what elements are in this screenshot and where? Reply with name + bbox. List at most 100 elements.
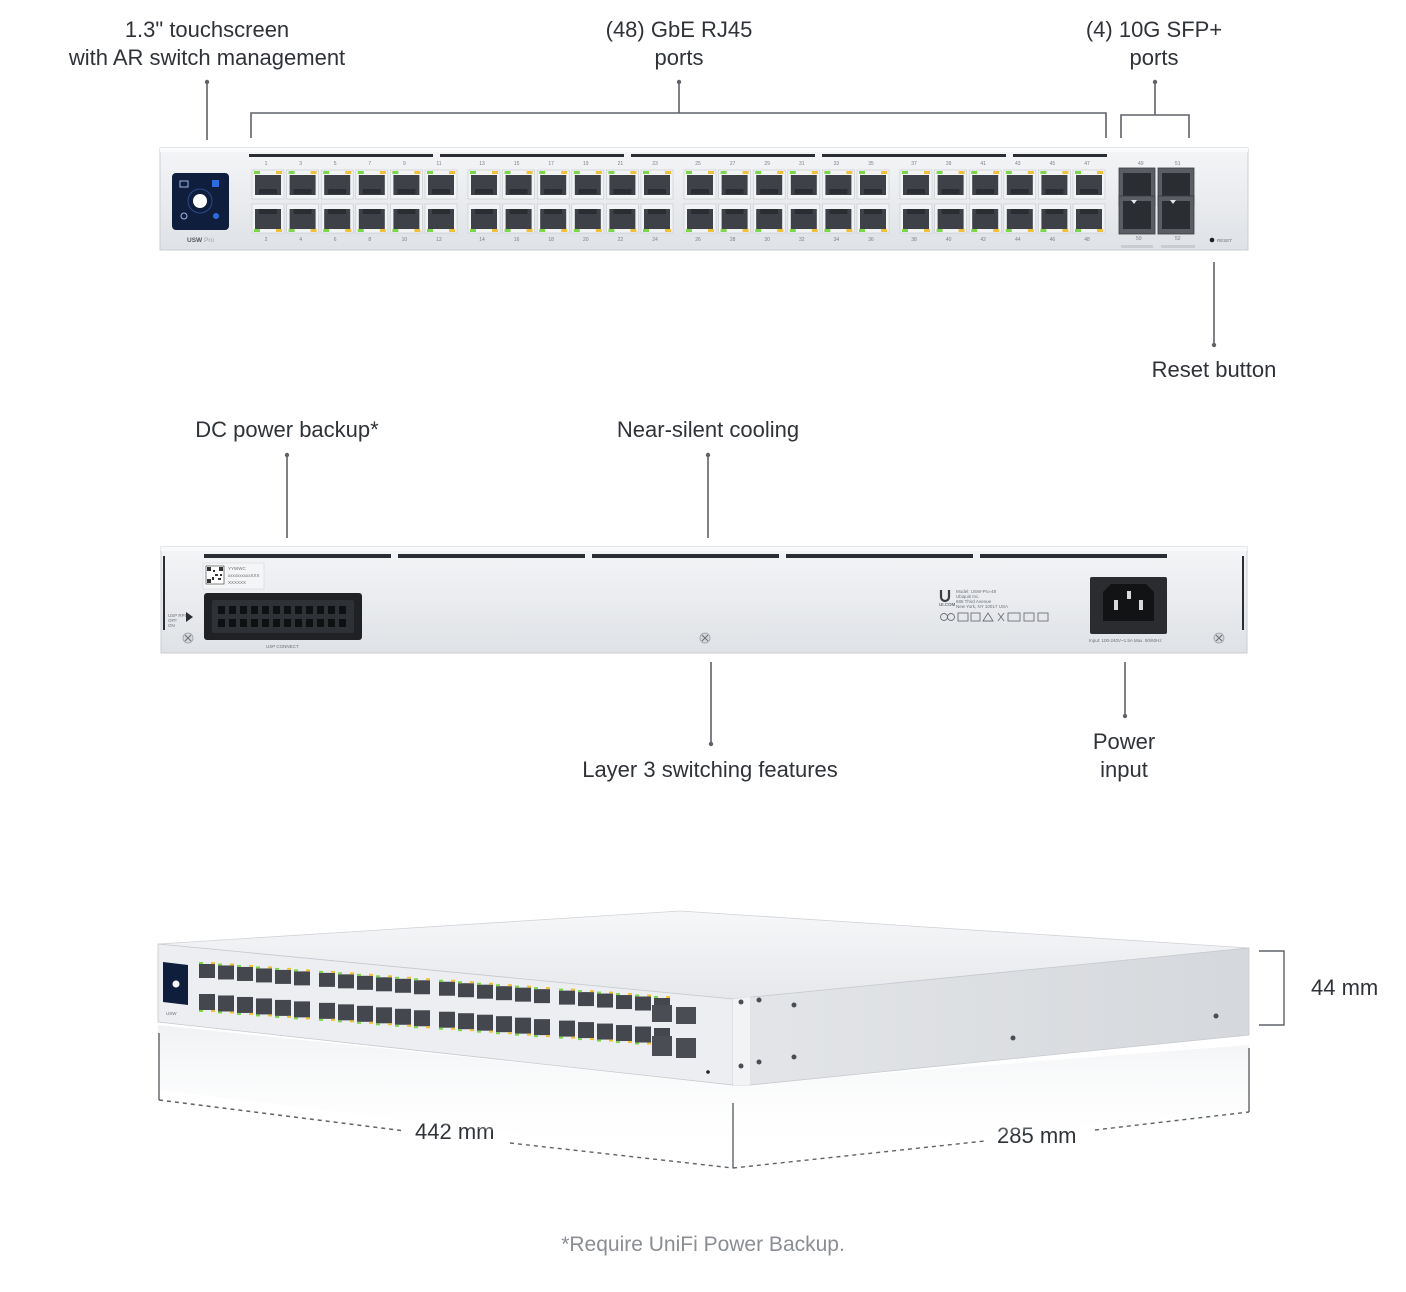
perspective-led [395,1024,399,1027]
rj45-port[interactable] [899,169,933,200]
rj45-port[interactable] [1038,203,1071,234]
rj45-port[interactable] [502,203,535,234]
port-group-bars [249,154,1107,157]
perspective-port [414,1010,430,1027]
reset-button[interactable] [1209,237,1215,243]
rj45-port[interactable] [571,203,605,234]
perspective-port [199,994,215,1010]
rj45-port[interactable] [536,203,570,234]
rj45-port[interactable] [355,169,389,200]
rj45-port[interactable] [822,169,855,200]
port-number-label: 36 [868,237,874,243]
rj45-port[interactable] [934,169,967,200]
rj45-port-labels: 1234567891011121314151617181920212223242… [265,161,1090,243]
perspective-led [407,976,411,979]
rj45-port[interactable] [606,169,639,200]
activity-led [276,171,282,174]
link-led [1005,171,1012,174]
rj45-port[interactable] [502,169,535,200]
activity-led [1097,229,1103,232]
link-led [971,171,978,174]
perspective-led [357,973,361,976]
rj45-port[interactable] [640,203,674,234]
perspective-port [395,978,411,993]
rj45-port[interactable] [822,203,855,234]
brand-label: UI.COM [939,602,956,607]
link-led [357,229,364,232]
perspective-port [256,998,272,1015]
perspective-led [287,1015,291,1018]
port-number-label: 6 [334,237,337,243]
rj45-port[interactable] [390,169,423,200]
rj45-port[interactable] [424,169,458,200]
rj45-port[interactable] [355,203,389,234]
rj45-port[interactable] [683,203,717,234]
rj45-port[interactable] [320,203,354,234]
perspective-port [477,1014,493,1031]
link-led [789,229,796,232]
link-led [254,171,260,174]
rj45-port[interactable] [787,203,821,234]
rj45-port[interactable] [718,203,751,234]
rj45-port[interactable] [718,169,751,200]
activity-led [310,171,317,174]
rj45-port[interactable] [251,203,285,234]
sfp-port[interactable] [1157,195,1195,235]
port-number-label: 45 [1050,161,1056,167]
rj45-port[interactable] [787,169,821,200]
rj45-port[interactable] [1038,169,1071,200]
activity-led [846,229,853,232]
perspective-led [477,1030,481,1033]
rj45-port[interactable] [934,203,967,234]
rj45-port[interactable] [899,203,933,234]
rj45-port[interactable] [286,203,319,234]
rj45-port[interactable] [1003,169,1037,200]
perspective-led [534,1035,538,1038]
usp-connector[interactable] [204,593,362,640]
activity-led [1027,229,1034,232]
certification-marks-icon [940,612,1049,622]
sfp-label-50: 50 [1136,236,1142,242]
perspective-led [647,1042,651,1045]
rj45-port[interactable] [856,169,890,200]
perspective-led [256,966,260,969]
rj45-port[interactable] [968,203,1002,234]
port-number-label: 13 [479,161,485,167]
rj45-port[interactable] [1072,169,1106,200]
link-led [1005,229,1012,232]
rj45-port[interactable] [856,203,890,234]
perspective-led [268,966,272,969]
rj45-port[interactable] [968,169,1002,200]
rj45-port[interactable] [1072,203,1106,234]
rj45-port[interactable] [752,169,786,200]
rj45-port[interactable] [320,169,354,200]
rj45-port[interactable] [752,203,786,234]
link-led [1040,171,1047,174]
rj45-port[interactable] [390,203,423,234]
port-number-label: 35 [868,161,874,167]
perspective-led [350,972,354,975]
sfp-port[interactable] [1118,195,1156,235]
link-led [902,171,908,174]
perspective-led [319,970,323,973]
rj45-port[interactable] [606,203,639,234]
perspective-led [590,1038,594,1041]
power-inlet[interactable] [1090,577,1167,634]
perspective-led [256,1014,260,1017]
front-panel: USW Pro 12345678910111213141516171819202… [159,147,1249,251]
rj45-port[interactable] [467,169,501,200]
activity-led [345,229,352,232]
rj45-port[interactable] [571,169,605,200]
sfp-label-52: 52 [1175,236,1181,242]
port-number-label: 40 [946,237,952,243]
rj45-port[interactable] [286,169,319,200]
rj45-port[interactable] [536,169,570,200]
rj45-port[interactable] [1003,203,1037,234]
rj45-port[interactable] [640,169,674,200]
rj45-port[interactable] [424,203,458,234]
rj45-port[interactable] [683,169,717,200]
rj45-port[interactable] [467,203,501,234]
rj45-port[interactable] [251,169,285,200]
activity-led [414,171,421,174]
